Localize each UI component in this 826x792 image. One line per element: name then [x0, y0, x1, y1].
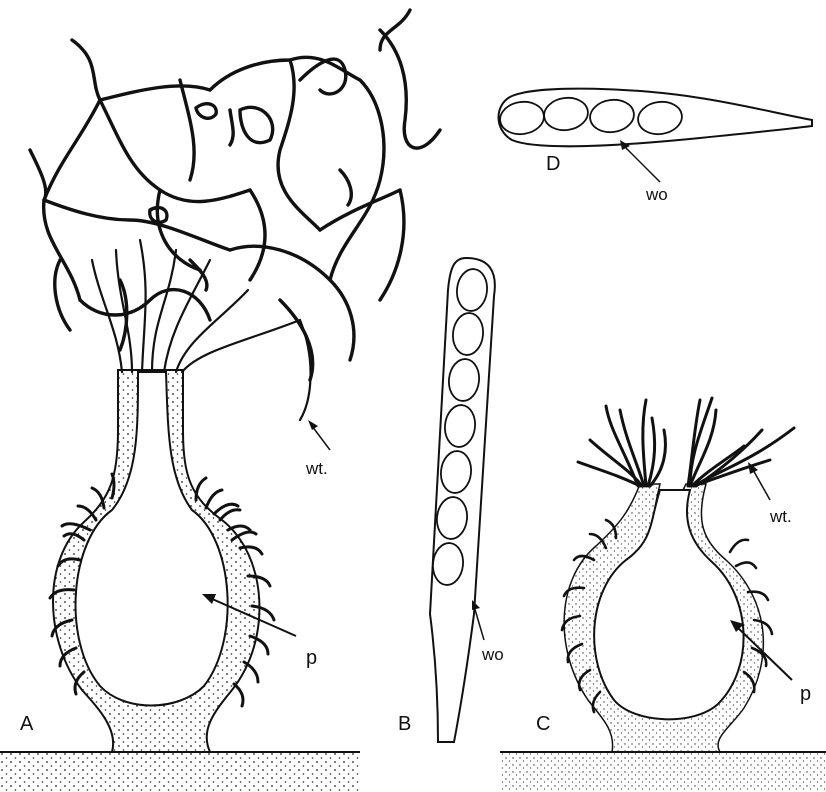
label-wo-b: wo: [481, 645, 504, 664]
panel-a: wt. p A: [0, 10, 440, 792]
perithecium-cavity-a: [76, 372, 228, 706]
label-wo-d: wo: [645, 185, 668, 204]
label-wo-b-group: wo: [472, 600, 504, 664]
substrate-a: [0, 752, 360, 792]
appendage-network-a: [30, 10, 440, 380]
panel-c: wt. p C: [500, 398, 826, 792]
label-wt-a: wt.: [305, 459, 328, 478]
panel-d: wo D: [498, 89, 812, 204]
substrate-c: [500, 752, 826, 792]
panel-letter-d: D: [546, 153, 560, 175]
label-wt-c: wt.: [769, 507, 792, 526]
panel-b: wo B: [398, 258, 504, 742]
label-p-c: p: [800, 683, 811, 705]
label-wo-d-group: wo: [620, 140, 668, 204]
label-wt-a-group: wt.: [305, 420, 330, 478]
panel-letter-b: B: [398, 713, 411, 735]
panel-letter-c: C: [536, 713, 550, 735]
label-wt-c-group: wt.: [748, 462, 792, 526]
label-p-a: p: [306, 647, 317, 669]
appendage-tufts-c: [578, 398, 794, 486]
panel-letter-a: A: [20, 713, 34, 735]
